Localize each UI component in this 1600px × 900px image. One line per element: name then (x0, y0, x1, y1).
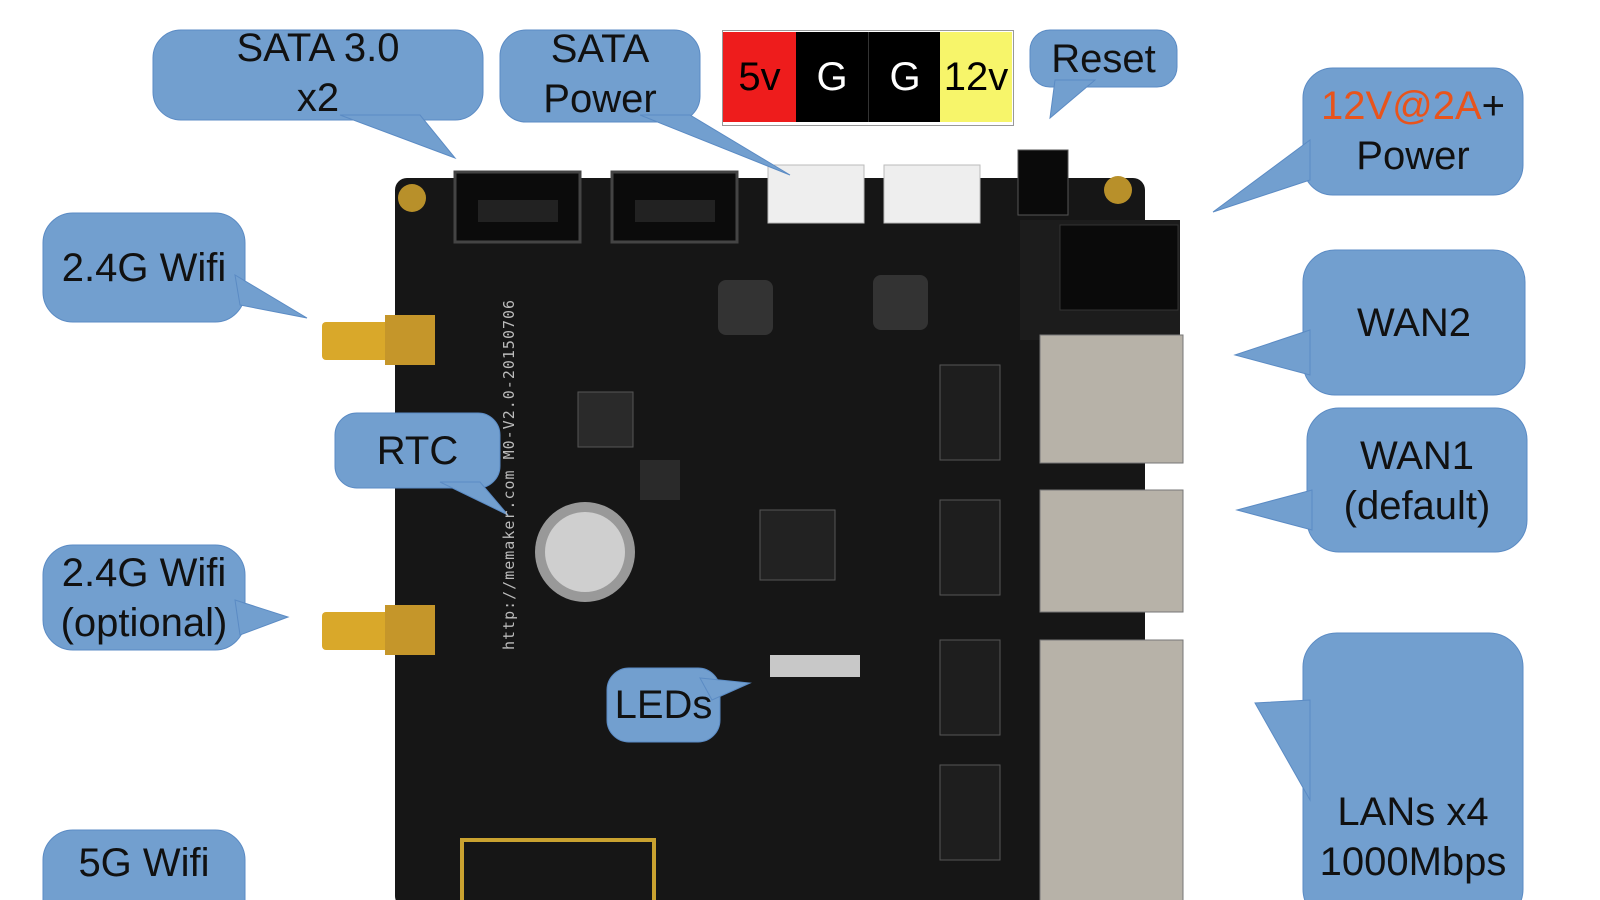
power-pinout (722, 30, 1014, 126)
wan2-port (1039, 334, 1184, 464)
mount-hole (1104, 176, 1132, 204)
pin-12v: 12v (940, 32, 1012, 122)
callout-wan2 (1233, 249, 1526, 396)
lan-ports (1039, 639, 1184, 900)
label-wifi-24-opt: 2.4G Wifi (optional) (60, 550, 228, 645)
pin-gnd: G (796, 32, 868, 122)
callout-wan1 (1235, 407, 1528, 553)
dc-jack (1059, 224, 1179, 311)
callout-leds (606, 667, 752, 743)
pin-gnd: G (868, 32, 941, 122)
callout-wifi-24 (42, 212, 308, 323)
power-plus: + (1481, 83, 1506, 128)
callout-power (1212, 67, 1524, 213)
label-sata: SATA 3.0 x2 (236, 26, 400, 120)
sma-connector (322, 315, 435, 365)
label-sata-power: SATA Power (543, 27, 657, 121)
callout-lans (1254, 632, 1524, 900)
label-leds: LEDs (614, 683, 713, 727)
reset-button (1017, 149, 1069, 216)
callout-wifi-5g (42, 829, 246, 900)
callout-reset (1029, 29, 1178, 120)
wan1-port (1039, 489, 1184, 613)
sma-connector (322, 605, 435, 655)
label-wifi-24: 2.4G Wifi (61, 245, 227, 290)
power-voltage: 12V@2A (1320, 83, 1482, 128)
label-wan1: WAN1 (default) (1343, 434, 1491, 528)
power-word: Power (1356, 133, 1470, 178)
callout-sata (152, 29, 484, 160)
sata-power-connector (883, 164, 981, 224)
board-silkscreen: http://memaker.com M0-V2.0-20150706 (500, 298, 518, 650)
label-power: 12V@2A+ Power (1303, 78, 1523, 183)
label-reset: Reset (1051, 36, 1156, 81)
callout-rtc (334, 412, 509, 516)
callout-wifi-24-opt (42, 544, 290, 651)
mount-hole (398, 184, 426, 212)
callout-sata-power (499, 29, 791, 176)
label-lans: LANs x4 1000Mbps (1319, 790, 1507, 884)
label-wifi-5g: 5G Wifi (78, 840, 210, 885)
sata-power-connector (767, 164, 865, 224)
label-wan2: WAN2 (1356, 300, 1472, 345)
pin-5v: 5v (723, 32, 796, 122)
label-rtc: RTC (376, 428, 459, 473)
sata-port (610, 170, 739, 244)
sata-port (453, 170, 582, 244)
